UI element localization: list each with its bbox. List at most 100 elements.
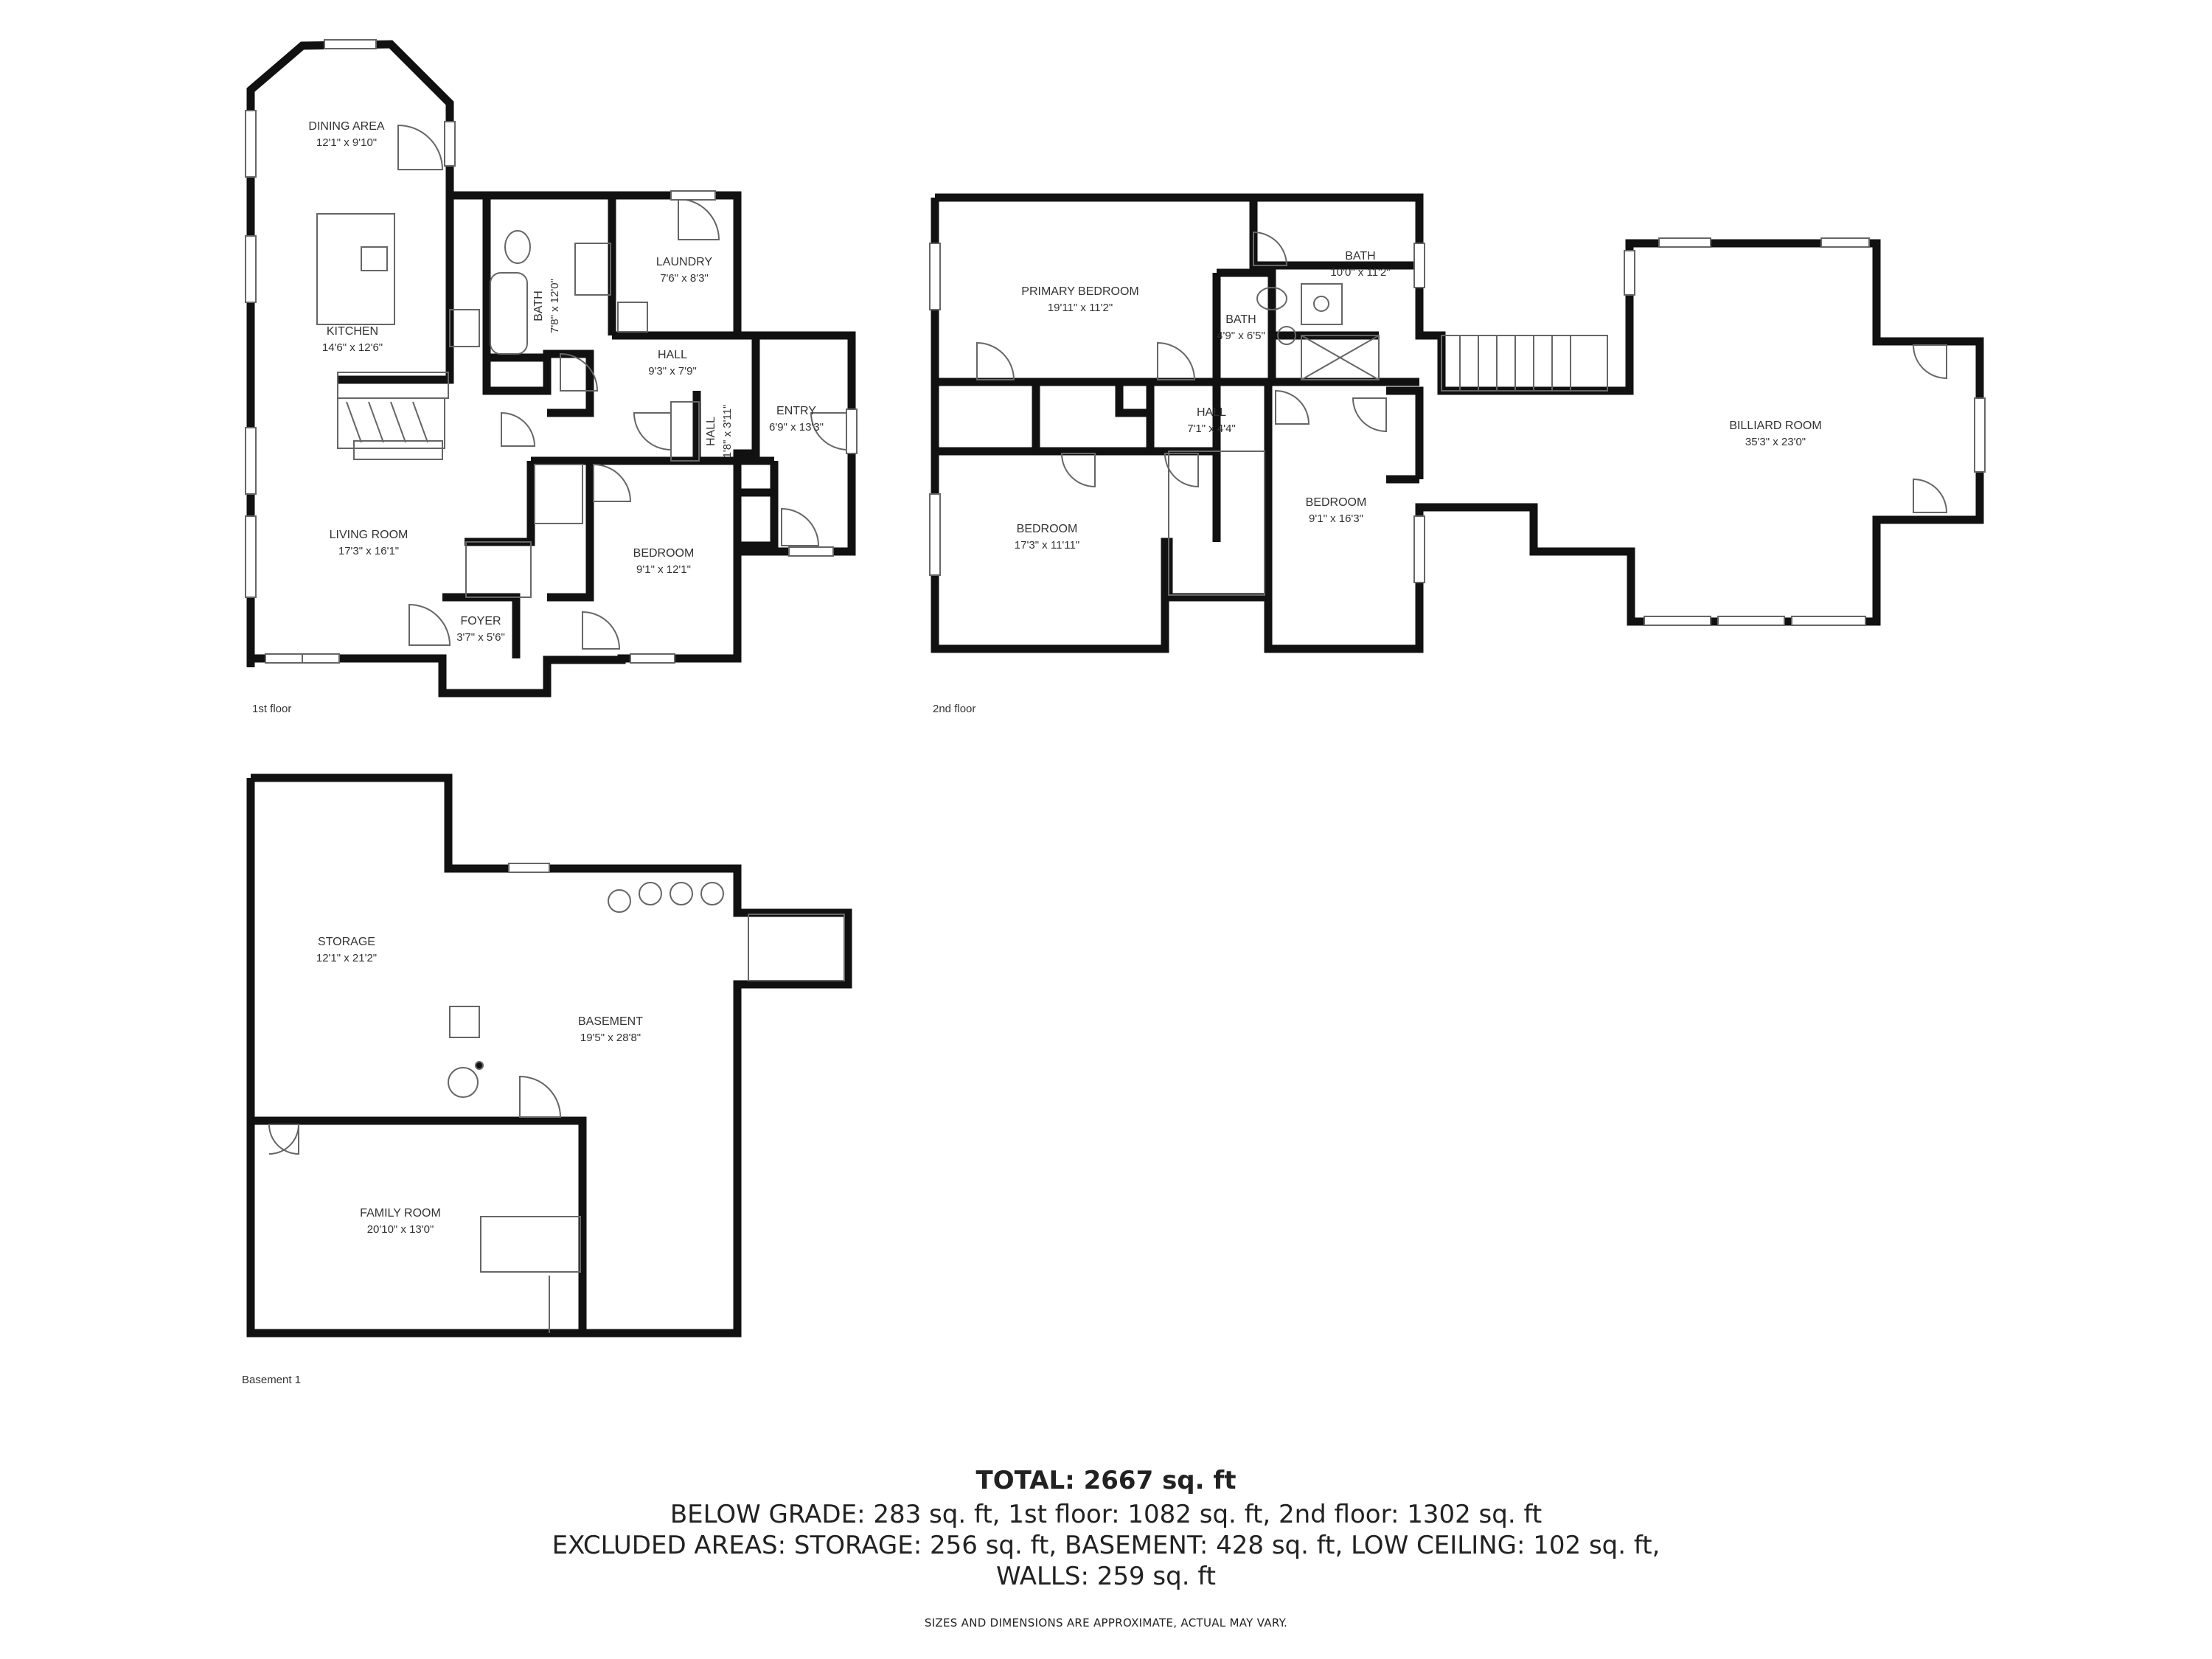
window (1413, 515, 1425, 583)
interior-wall (251, 1116, 587, 1333)
floor-labels: 1st floor 2nd floor Basement 1 (242, 703, 975, 1386)
room-name-bedroom-1: BEDROOM (633, 547, 695, 560)
room-dim-bath-1: 7'8" x 12'0" (549, 279, 561, 333)
room-name-bedroom-3: BEDROOM (1306, 496, 1367, 509)
disclaimer: SIZES AND DIMENSIONS ARE APPROXIMATE, AC… (924, 1616, 1288, 1630)
door-swing (1352, 397, 1387, 433)
stair-icon (748, 914, 845, 981)
window (1644, 616, 1711, 626)
door-swing (1912, 344, 1947, 380)
first-floor-windows (245, 39, 858, 664)
window (508, 863, 550, 873)
room-name-hall-2: HALL (1197, 406, 1226, 419)
total-area: TOTAL: 2667 sq. ft (975, 1466, 1237, 1495)
window (630, 653, 675, 664)
door-swing (1275, 389, 1310, 425)
door-swing (1253, 231, 1288, 266)
window (929, 243, 941, 310)
room-dim-basement: 19'5" x 28'8" (580, 1032, 641, 1044)
water-heater-icon (448, 1067, 479, 1098)
window (846, 408, 858, 454)
room-dim-hall-2: 7'1" x 4'4" (1187, 422, 1236, 435)
toilet-icon (1256, 287, 1287, 310)
door-swing (1164, 453, 1199, 488)
door-swing (408, 603, 451, 646)
hatch (412, 401, 428, 443)
room-name-primary-bedroom: PRIMARY BEDROOM (1021, 285, 1138, 298)
room-name-hall-1b: HALL (705, 417, 717, 446)
window (670, 190, 716, 201)
exterior-wall (246, 773, 852, 1338)
utility-box (449, 1006, 480, 1038)
window (1624, 250, 1635, 296)
bathtub-icon (490, 272, 528, 355)
basement-plan (246, 773, 852, 1338)
window (444, 121, 456, 167)
room-dim-kitchen: 14'6" x 12'6" (322, 341, 383, 354)
walls-area: WALLS: 259 sq. ft (995, 1562, 1217, 1591)
duct-icon (669, 882, 693, 905)
door-swing (397, 124, 444, 170)
floor-label-basement: Basement 1 (242, 1374, 301, 1386)
vanity-icon (574, 243, 611, 296)
room-dim-primary-bedroom: 19'11" x 11'2" (1048, 302, 1113, 314)
room-name-laundry: LAUNDRY (656, 256, 713, 268)
window (265, 653, 303, 664)
duct-icon (700, 882, 724, 905)
fireplace (337, 397, 445, 449)
stair-icon (480, 1216, 581, 1273)
basement-fixtures (268, 882, 845, 1333)
exterior-wall (246, 40, 856, 698)
window (324, 39, 377, 49)
window (245, 235, 257, 303)
washer-icon (617, 302, 648, 333)
room-dim-entry: 6'9" x 13'3" (769, 421, 824, 434)
interior-wall (733, 335, 760, 461)
window (1974, 397, 1986, 473)
room-name-hall-1: HALL (658, 349, 687, 361)
hatch (390, 401, 406, 443)
room-dim-storage: 12'1" x 21'2" (316, 952, 377, 964)
door-swing (633, 412, 672, 451)
room-dim-dining: 12'1" x 9'10" (316, 136, 377, 149)
door-swing (1913, 478, 1948, 513)
column-post (475, 1061, 484, 1070)
window (245, 515, 257, 598)
window (1820, 237, 1870, 248)
sink-icon (361, 246, 388, 271)
hatch (368, 401, 384, 443)
area-breakdown: BELOW GRADE: 283 sq. ft, 1st floor: 1082… (669, 1500, 1543, 1529)
hearth (353, 440, 443, 460)
shower-x (1301, 335, 1380, 380)
excluded-areas: EXCLUDED AREAS: STORAGE: 256 sq. ft, BAS… (552, 1531, 1660, 1560)
room-name-basement: BASEMENT (578, 1015, 643, 1028)
toilet-icon (504, 230, 531, 264)
room-dim-billiard: 35'3" x 23'0" (1745, 436, 1806, 448)
shower-icon (1301, 335, 1380, 380)
room-name-living: LIVING ROOM (330, 529, 408, 541)
door-swing (1060, 453, 1096, 488)
room-name-kitchen: KITCHEN (327, 325, 378, 338)
room-dim-hall-1: 9'3" x 7'9" (648, 365, 697, 378)
room-name-family: FAMILY ROOM (360, 1207, 441, 1220)
first-floor-fixtures (316, 124, 849, 650)
interior-wall (1169, 447, 1221, 542)
room-dim-bath-3: 4'9" x 6'5" (1217, 330, 1265, 342)
interior-wall (531, 456, 742, 658)
second-floor-windows (929, 237, 1986, 626)
door-swing (976, 341, 1015, 380)
hatch (346, 401, 362, 443)
sink-icon (1313, 296, 1329, 312)
room-dim-family: 20'10" x 13'0" (367, 1223, 434, 1236)
interior-wall (1217, 268, 1379, 340)
room-dim-bedroom-1: 9'1" x 12'1" (636, 563, 691, 576)
room-name-entry: ENTRY (776, 405, 816, 417)
basement-windows (508, 863, 550, 873)
room-dim-bath-2: 10'0" x 11'2" (1330, 266, 1390, 279)
door-swing (268, 1124, 299, 1155)
kitchen-island (316, 213, 395, 325)
door-swing (519, 1075, 562, 1118)
interior-wall (1386, 386, 1424, 479)
second-floor-fixtures (976, 231, 1948, 596)
